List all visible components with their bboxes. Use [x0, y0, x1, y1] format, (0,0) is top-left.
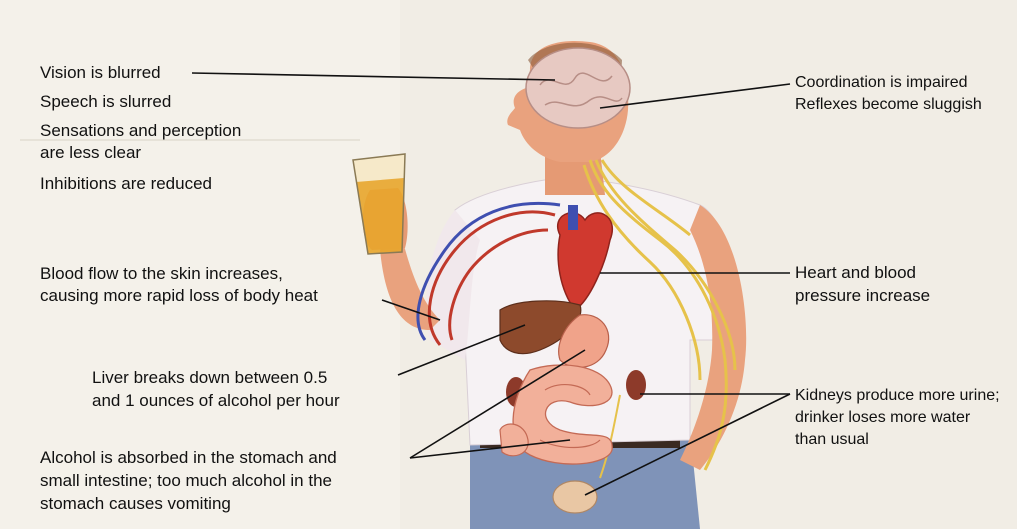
label-speech: Speech is slurred — [40, 91, 171, 113]
label-blood-flow-line2: causing more rapid loss of body heat — [40, 285, 318, 307]
label-liver-line1: Liver breaks down between 0.5 — [92, 367, 327, 389]
label-alcohol-line1: Alcohol is absorbed in the stomach and — [40, 447, 337, 469]
label-liver-line2: and 1 ounces of alcohol per hour — [92, 390, 340, 412]
label-sensations-line2: are less clear — [40, 142, 141, 164]
label-blood-flow-line1: Blood flow to the skin increases, — [40, 263, 283, 285]
label-kidneys-line2: drinker loses more water — [795, 407, 970, 429]
label-reflexes: Reflexes become sluggish — [795, 94, 982, 116]
label-inhibitions: Inhibitions are reduced — [40, 173, 212, 195]
label-coordination: Coordination is impaired — [795, 72, 968, 94]
brain-icon — [526, 48, 630, 128]
label-sensations-line1: Sensations and perception — [40, 120, 241, 142]
label-alcohol-line3: stomach causes vomiting — [40, 493, 231, 515]
beer-glass-icon — [353, 154, 405, 254]
label-vision: Vision is blurred — [40, 62, 161, 84]
bladder — [553, 481, 597, 513]
label-alcohol-line2: small intestine; too much alcohol in the — [40, 470, 332, 492]
label-kidneys-line1: Kidneys produce more urine; — [795, 385, 1000, 407]
label-heart-line1: Heart and blood — [795, 262, 916, 284]
label-heart-line2: pressure increase — [795, 285, 930, 307]
label-kidneys-line3: than usual — [795, 429, 869, 451]
